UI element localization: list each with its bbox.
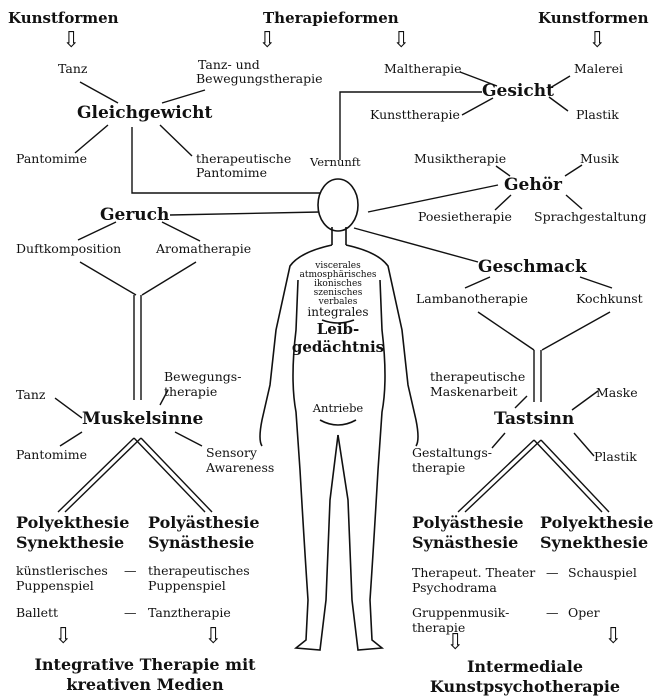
memory-leib: Leib- — [296, 321, 380, 338]
vernunft-label: Vernunft — [310, 156, 361, 169]
right-row1-dash: — — [546, 566, 559, 580]
muskelsinne-top-right-2: therapie — [164, 385, 217, 399]
tastsinn-bottom-right: Plastik — [594, 450, 637, 464]
tastsinn-top-left-2: Maskenarbeit — [430, 385, 518, 399]
right-col1-head-2: Synästhesie — [412, 534, 518, 552]
down-arrow-icon: ⇩ — [588, 30, 606, 52]
gleichgewicht-top-right-1: Tanz- und — [198, 58, 260, 72]
gleichgewicht-top-left: Tanz — [58, 62, 87, 76]
gehoer-bottom-left: Poesietherapie — [418, 210, 512, 224]
right-row1-right: Schauspiel — [568, 566, 637, 580]
sense-gleichgewicht: Gleichgewicht — [77, 104, 212, 123]
sense-tastsinn: Tastsinn — [494, 410, 574, 429]
tastsinn-bottom-left-1: Gestaltungs- — [412, 446, 492, 460]
left-row1-left-2: Puppenspiel — [16, 579, 94, 593]
down-arrow-icon: ⇩ — [54, 626, 72, 648]
header-center: Therapieformen — [263, 10, 399, 27]
down-arrow-icon: ⇩ — [204, 626, 222, 648]
gleichgewicht-top-right-2: Bewegungstherapie — [196, 72, 323, 86]
down-arrow-icon: ⇩ — [258, 30, 276, 52]
geruch-bottom-right: Aromatherapie — [156, 242, 251, 256]
left-row1-right-2: Puppenspiel — [148, 579, 226, 593]
geschmack-bottom-left: Lambanotherapie — [416, 292, 528, 306]
left-row1-dash: — — [124, 564, 137, 578]
memory-antriebe: Antriebe — [300, 402, 376, 415]
left-col1-head-2: Synekthesie — [16, 534, 124, 552]
sense-geschmack: Geschmack — [478, 258, 587, 277]
right-row1-left-2: Psychodrama — [412, 581, 497, 595]
muskelsinne-bottom-right-2: Awareness — [206, 461, 274, 475]
muskelsinne-bottom-left: Pantomime — [16, 448, 87, 462]
right-row2-dash: — — [546, 606, 559, 620]
left-col2-head-1: Polyästhesie — [148, 514, 260, 532]
left-row1-left-1: künstlerisches — [16, 564, 108, 578]
right-row2-right: Oper — [568, 606, 600, 620]
down-arrow-icon: ⇩ — [604, 626, 622, 648]
header-right: Kunstformen — [538, 10, 649, 27]
right-footer-1: Intermediale — [400, 658, 650, 676]
right-col2-head-1: Polyekthesie — [540, 514, 653, 532]
tastsinn-top-right: Maske — [596, 386, 638, 400]
sense-gesicht: Gesicht — [482, 82, 554, 101]
gesicht-top-left: Maltherapie — [384, 62, 462, 76]
muskelsinne-top-right-1: Bewegungs- — [164, 370, 241, 384]
left-row2-dash: — — [124, 606, 137, 620]
muskelsinne-top-left: Tanz — [16, 388, 45, 402]
left-footer-1: Integrative Therapie mit — [10, 656, 280, 674]
right-row2-left-1: Gruppenmusik- — [412, 606, 509, 620]
muskelsinne-bottom-right-1: Sensory — [206, 446, 257, 460]
left-row2-left: Ballett — [16, 606, 58, 620]
gesicht-bottom-right: Plastik — [576, 108, 619, 122]
sense-geruch: Geruch — [100, 206, 169, 225]
left-footer-2: kreativen Medien — [10, 676, 280, 694]
gesicht-bottom-left: Kunsttherapie — [370, 108, 460, 122]
right-col1-head-1: Polyästhesie — [412, 514, 524, 532]
right-row1-left-1: Therapeut. Theater — [412, 566, 535, 580]
gehoer-top-right: Musik — [580, 152, 619, 166]
geschmack-bottom-right: Kochkunst — [576, 292, 643, 306]
left-row1-right-1: therapeutisches — [148, 564, 250, 578]
down-arrow-icon: ⇩ — [446, 632, 464, 654]
down-arrow-icon: ⇩ — [62, 30, 80, 52]
down-arrow-icon: ⇩ — [392, 30, 410, 52]
left-col2-head-2: Synästhesie — [148, 534, 254, 552]
sense-gehoer: Gehör — [504, 176, 562, 195]
memory-integral: integrales — [296, 306, 380, 319]
left-row2-right: Tanztherapie — [148, 606, 231, 620]
gleichgewicht-bottom-left: Pantomime — [16, 152, 87, 166]
right-col2-head-2: Synekthesie — [540, 534, 648, 552]
tastsinn-bottom-left-2: therapie — [412, 461, 465, 475]
gleichgewicht-bottom-right-2: Pantomime — [196, 166, 267, 180]
gesicht-top-right: Malerei — [574, 62, 623, 76]
gleichgewicht-bottom-right-1: therapeutische — [196, 152, 291, 166]
left-col1-head-1: Polyekthesie — [16, 514, 129, 532]
header-left: Kunstformen — [8, 10, 119, 27]
gehoer-bottom-right: Sprachgestaltung — [534, 210, 646, 224]
memory-gedaechtnis: gedächtnis — [286, 339, 390, 356]
gehoer-top-left: Musiktherapie — [414, 152, 506, 166]
geruch-bottom-left: Duftkomposition — [16, 242, 121, 256]
sense-muskelsinne: Muskelsinne — [82, 410, 203, 429]
tastsinn-top-left-1: therapeutische — [430, 370, 525, 384]
right-footer-2: Kunstpsychotherapie — [400, 678, 650, 696]
